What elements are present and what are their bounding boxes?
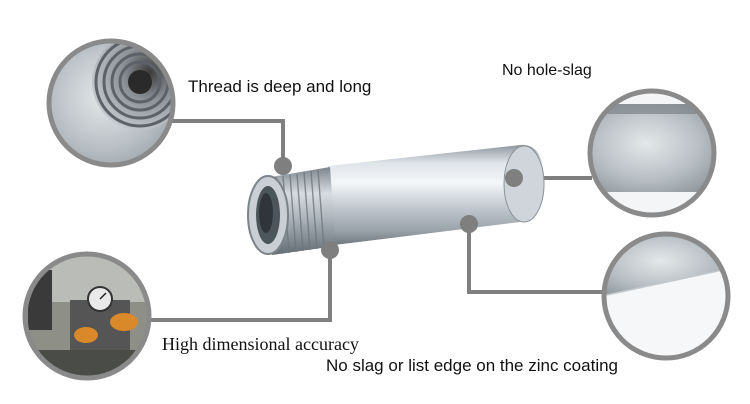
- pipe-right-end: [503, 145, 545, 223]
- connector-dots: [274, 157, 523, 259]
- pipe-nipple: [247, 144, 545, 255]
- hole-slag-callout-label: No hole-slag: [502, 62, 592, 79]
- zoom-measurement-photo: [22, 251, 152, 381]
- connector-thread: [170, 119, 285, 166]
- zinc-coating-callout-label: No slag or list edge on the zinc coating: [326, 356, 619, 375]
- zoom-zinc-edge: [601, 231, 731, 361]
- pipe-body: [328, 144, 544, 245]
- dimensional-accuracy-callout-label: High dimensional accuracy: [162, 334, 359, 354]
- zoom-thread-detail: [46, 38, 176, 168]
- dot-thread: [274, 157, 292, 175]
- dot-hole-slag: [505, 169, 523, 187]
- connector-dimensional: [146, 250, 332, 322]
- zoom-surface-detail: [587, 88, 717, 218]
- dot-zinc: [460, 215, 478, 233]
- dot-dimensional: [321, 241, 339, 259]
- thread-callout-label: Thread is deep and long: [188, 77, 372, 96]
- connector-zinc: [467, 224, 606, 294]
